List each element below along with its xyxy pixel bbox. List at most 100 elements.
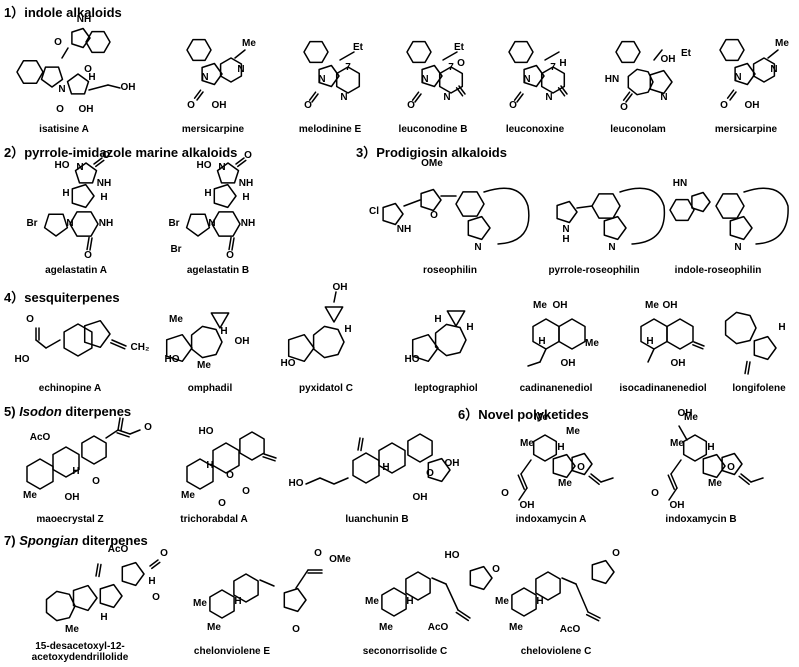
atom-label: Me — [495, 596, 509, 607]
bond — [95, 563, 99, 577]
ring-bond — [66, 73, 90, 95]
ring-bond — [219, 57, 243, 83]
bond — [668, 487, 678, 501]
ring-bond — [303, 40, 329, 64]
compound-label: longifolene — [732, 383, 786, 394]
atom-label: Me — [684, 412, 698, 423]
atom-label: H — [148, 576, 155, 587]
ring-bond — [121, 561, 145, 587]
atom-label: 7 — [345, 62, 351, 73]
atom-label: H — [536, 596, 543, 607]
ring-bond — [666, 318, 694, 350]
bond — [729, 91, 737, 101]
section-title-spongian-diterpenes: 7) Spongian diterpenes — [4, 533, 148, 548]
atom-label: O — [727, 462, 735, 473]
ring-bond — [729, 215, 753, 241]
ring-bond — [186, 458, 214, 490]
atom-label: H — [646, 336, 653, 347]
ring-bond — [455, 191, 485, 217]
atom-label: HO — [199, 426, 214, 437]
atom-label: Me — [509, 622, 523, 633]
atom-label: N — [523, 74, 530, 85]
ring-bond — [669, 198, 695, 222]
bond — [458, 85, 466, 95]
ring-bond — [446, 310, 466, 327]
atom-label: OH — [678, 408, 693, 419]
atom-label: N — [660, 92, 667, 103]
atom-label: H — [434, 314, 441, 325]
bond-chain — [743, 187, 789, 245]
atom-label: OH — [413, 492, 428, 503]
atom-label: NH — [97, 178, 111, 189]
ring-bond — [427, 457, 451, 483]
ring-bond — [190, 325, 223, 359]
bond — [333, 291, 337, 303]
atom-label: N — [474, 242, 481, 253]
atom-label: NH — [397, 224, 411, 235]
ring-bond — [540, 66, 566, 94]
bond — [116, 432, 130, 438]
bond — [442, 51, 458, 61]
compound-label: chelonviolene E — [193, 646, 271, 657]
atom-label: O — [54, 37, 62, 48]
ring-bond — [702, 453, 726, 479]
bond-chain — [619, 187, 666, 245]
ring-bond — [185, 213, 211, 237]
bond — [667, 474, 675, 490]
atom-label: O — [426, 468, 434, 479]
bond — [516, 93, 524, 103]
section-title-indole-alkaloids: 1）indole alkaloids — [4, 5, 122, 20]
atom-label: H — [557, 442, 564, 453]
atom-label: Me — [379, 622, 393, 633]
atom-label: H — [466, 322, 473, 333]
compound-label: agelastatin A — [45, 265, 107, 276]
atom-label: Me — [181, 490, 195, 501]
atom-label: Me — [197, 360, 211, 371]
atom-label: O — [501, 488, 509, 499]
compound-label: leuconolam — [610, 124, 666, 135]
ring-bond — [212, 442, 240, 474]
atom-label: OH — [553, 300, 568, 311]
atom-label: O — [242, 486, 250, 497]
ring-bond — [558, 318, 586, 350]
bond — [403, 199, 421, 207]
atom-label: OH — [65, 492, 80, 503]
atom-label: O — [720, 100, 728, 111]
ring-bond — [721, 452, 743, 476]
ring-bond — [335, 66, 361, 94]
bond — [431, 577, 447, 585]
bond — [518, 487, 528, 501]
atom-label: HO — [55, 160, 70, 171]
compound-label: isocadinanenediol — [619, 383, 707, 394]
atom-label: O — [92, 476, 100, 487]
ring-bond — [186, 38, 212, 62]
bond — [457, 609, 471, 619]
atom-label: N — [208, 218, 215, 229]
compound-label: seconorrisolide C — [362, 646, 448, 657]
bond — [740, 473, 752, 483]
atom-label: O — [102, 150, 110, 161]
atom-label: N — [734, 72, 741, 83]
atom-label: NH — [99, 218, 113, 229]
ring-bond — [406, 40, 432, 64]
bond — [520, 459, 532, 475]
atom-label: OH — [670, 500, 685, 511]
atom-label: N — [421, 74, 428, 85]
atom-label: OH — [445, 458, 460, 469]
atom-label: AcO — [30, 432, 51, 443]
atom-label: Et — [681, 48, 692, 59]
atom-label: O — [304, 100, 312, 111]
atom-label: N — [562, 224, 569, 235]
bond — [35, 339, 47, 349]
bond — [93, 157, 103, 165]
ring-bond — [216, 162, 240, 184]
bond — [61, 47, 69, 59]
compound-label: indole-roseophilin — [674, 265, 762, 276]
bond — [622, 91, 631, 101]
bond — [747, 361, 751, 375]
bond — [88, 84, 109, 91]
atom-label: OH — [663, 300, 678, 311]
ring-bond — [318, 64, 340, 88]
atom-label: N — [237, 64, 244, 75]
bond — [561, 577, 577, 585]
